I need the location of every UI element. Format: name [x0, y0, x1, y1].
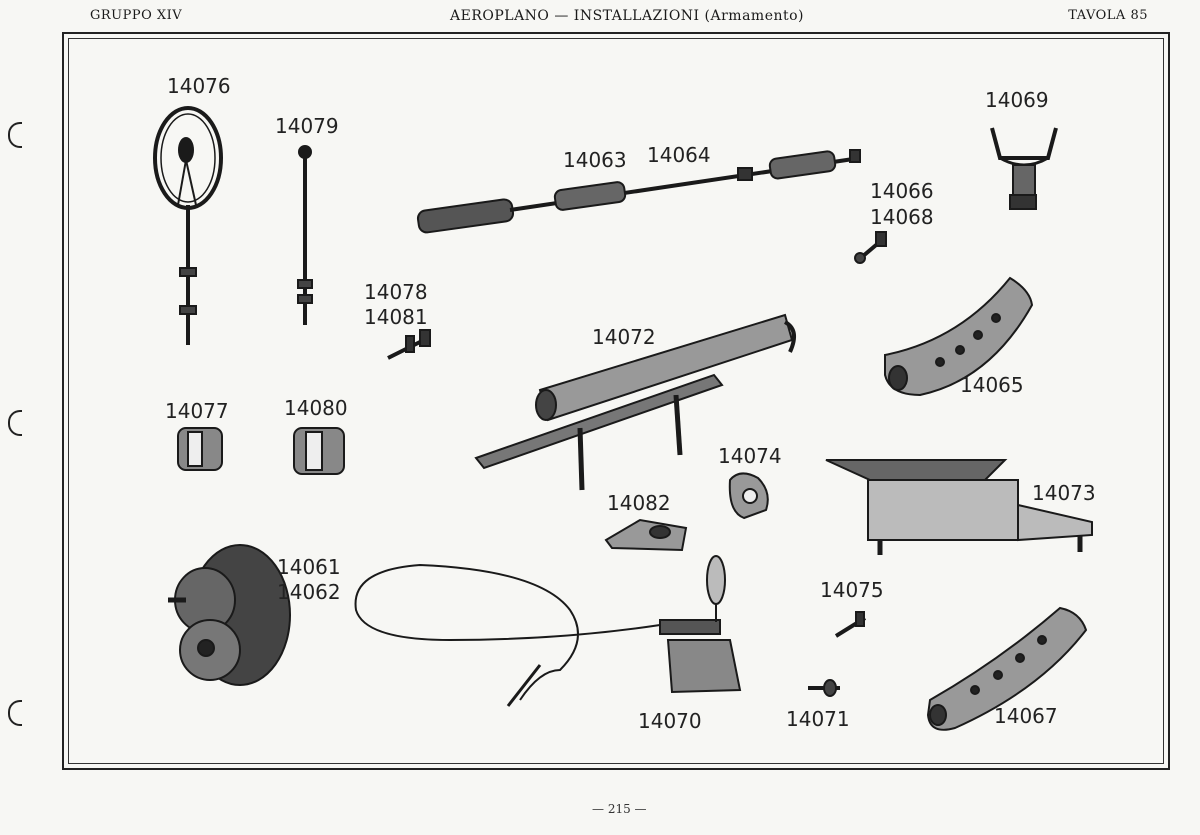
part-number: 14067	[994, 704, 1058, 728]
page-number: — 215 —	[592, 802, 647, 816]
part-drawing-14071	[808, 679, 840, 697]
part-drawing-14067	[926, 606, 1088, 731]
part-drawing-14073	[825, 459, 1093, 555]
part-number: 14071	[786, 707, 850, 731]
punch-hole-mark	[8, 410, 22, 436]
part-drawing-14076	[153, 106, 223, 345]
part-number: 14068	[870, 205, 934, 229]
part-number: 14079	[275, 114, 339, 138]
part-number: 14064	[647, 143, 711, 167]
part-drawing-14082	[604, 518, 688, 552]
plate-frame-outer	[62, 32, 1170, 770]
group-label: GRUPPO XIV	[90, 8, 183, 23]
punch-hole-mark	[8, 122, 22, 148]
part-drawing-14072	[474, 313, 796, 491]
part-number: 14073	[1032, 481, 1096, 505]
page-title: AEROPLANO — INSTALLAZIONI (Armamento)	[450, 8, 805, 24]
part-drawing-14061-14062	[168, 544, 291, 686]
part-drawing-14065	[884, 276, 1034, 397]
part-drawing-14080	[293, 427, 345, 475]
part-number: 14063	[563, 148, 627, 172]
part-number: 14075	[820, 578, 884, 602]
part-drawing-14070	[354, 555, 742, 707]
part-number: 14065	[960, 373, 1024, 397]
punch-hole-mark	[8, 700, 22, 726]
part-number: 14072	[592, 325, 656, 349]
part-number: 14080	[284, 396, 348, 420]
part-drawing-14066-14068	[854, 231, 887, 264]
part-number: 14078	[364, 280, 428, 304]
part-number: 14069	[985, 88, 1049, 112]
part-drawing-14074	[728, 472, 769, 520]
part-number: 14074	[718, 444, 782, 468]
part-number: 14077	[165, 399, 229, 423]
plate-frame-inner	[68, 38, 1164, 764]
part-number: 14070	[638, 709, 702, 733]
part-number: 14076	[167, 74, 231, 98]
part-drawing-14075	[834, 611, 867, 638]
part-number: 14081	[364, 305, 428, 329]
part-number: 14062	[277, 580, 341, 604]
part-drawing-14069	[990, 127, 1058, 210]
plate-number: TAVOLA 85	[1068, 8, 1148, 23]
part-drawing-14079	[297, 145, 313, 325]
part-drawing-14078-14081	[387, 329, 431, 360]
part-drawing-14063-14064	[416, 149, 861, 234]
part-number: 14082	[607, 491, 671, 515]
part-number: 14061	[277, 555, 341, 579]
part-number: 14066	[870, 179, 934, 203]
part-drawing-14077	[177, 427, 223, 471]
